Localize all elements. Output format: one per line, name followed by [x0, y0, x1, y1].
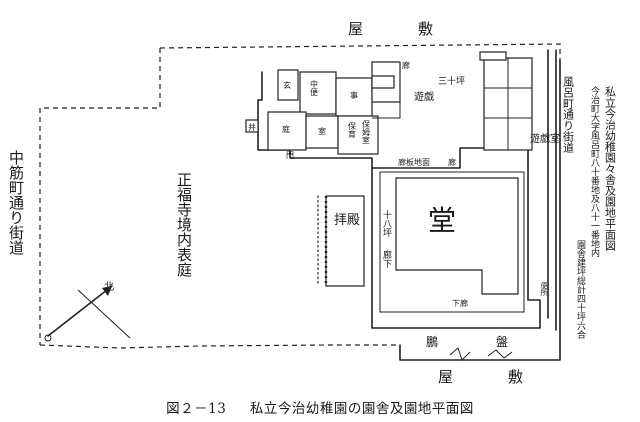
- label-room-e: 遊戯: [414, 90, 434, 103]
- room-nursery: [337, 115, 379, 155]
- floor-plan: 屋 敷 屋 敷 鵬 盤 中筋町通り街道 正福寺境内表庭 拝殿 堂 十八坪 廊下 …: [7, 20, 617, 386]
- compass-arrow: [44, 285, 131, 342]
- label-room-k: 廊: [402, 60, 410, 70]
- label-main-hall-side: 十八坪: [381, 209, 392, 238]
- label-lower-corridor: 下廊: [452, 298, 468, 308]
- label-room-g: 室: [318, 126, 326, 136]
- label-bottom-road-2: 敷: [508, 368, 523, 386]
- label-worship-hall: 拝殿: [334, 213, 360, 228]
- upper-building-cluster: [245, 61, 401, 155]
- label-main-hall: 堂: [428, 204, 456, 237]
- room-garden: [267, 111, 307, 151]
- label-room-a: 玄: [283, 80, 291, 90]
- label-top-road-1: 屋: [348, 20, 363, 38]
- label-room-b: 中便: [310, 79, 319, 97]
- property-boundary: [159, 43, 561, 60]
- label-right-note-3: 園舎建坪総計四十坪六合: [575, 240, 586, 340]
- label-right-street: 風呂町通り街道: [562, 76, 575, 153]
- label-room-j: 遊戯室: [530, 132, 560, 145]
- label-room-n: 便所: [540, 281, 548, 297]
- room-playroom-cap: [479, 51, 507, 61]
- label-room-h: 保姆室: [362, 119, 371, 144]
- label-bottom-ink-b: 盤: [496, 335, 508, 349]
- playroom-building: [479, 51, 533, 151]
- label-top-road-2: 敷: [418, 20, 433, 38]
- label-right-note-2: 今治町大字風呂町八十番地及八十一番地内: [589, 85, 600, 258]
- label-corridor-top-2: 廊: [448, 157, 456, 167]
- room-hall: [305, 115, 339, 149]
- figure-caption: 図２－13 私立今治幼稚園の園舎及園地平面図: [0, 397, 640, 419]
- label-room-l: 井: [248, 122, 256, 132]
- label-room-i: 三十坪: [438, 75, 465, 87]
- label-right-note-1: 私立今治幼稚園々舎及園地平面図: [604, 86, 617, 251]
- worship-hall: [324, 195, 365, 287]
- label-bottom-road-1: 屋: [438, 368, 453, 386]
- label-bottom-ink-a: 鵬: [426, 335, 438, 349]
- bottom-ink-mark-1: [449, 347, 471, 361]
- property-boundary-left-top: [39, 48, 161, 345]
- label-room-d: 保育: [348, 121, 357, 139]
- label-room-c: 事: [350, 90, 358, 100]
- property-boundary-bottom-right: [399, 59, 561, 361]
- property-boundary-bottom-left: [39, 344, 400, 349]
- label-corridor-top: 廊板地面: [398, 157, 430, 167]
- figure-title: 私立今治幼稚園の園舎及園地平面図: [249, 401, 474, 417]
- label-room-m: 門: [286, 151, 294, 160]
- label-room-f: 庭: [282, 124, 290, 134]
- room-entrance: [277, 69, 299, 101]
- room-office: [335, 77, 373, 117]
- bottom-ink-mark-2: [487, 349, 513, 359]
- label-left-street: 中筋町通り街道: [7, 150, 25, 255]
- label-compass: 北: [104, 281, 114, 293]
- label-main-hall-side-2: 廊下: [381, 249, 392, 269]
- room-small-window: [371, 75, 395, 89]
- room-well: [245, 119, 259, 133]
- main-hall: [379, 171, 525, 313]
- label-temple-grounds: 正福寺境内表庭: [175, 172, 193, 278]
- room-toilet: [299, 71, 337, 115]
- figure-number: 図２－13: [166, 401, 227, 417]
